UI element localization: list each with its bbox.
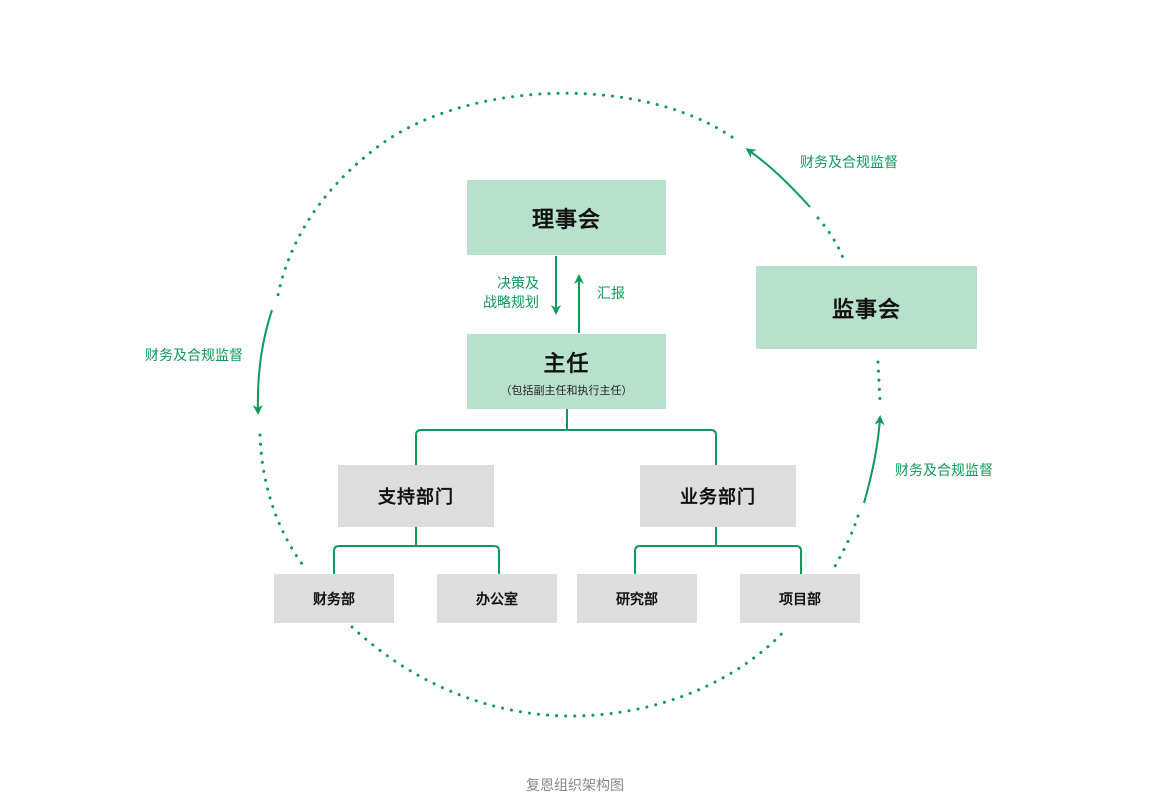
research-dept-box: 研究部 bbox=[577, 574, 697, 623]
board-label: 理事会 bbox=[531, 207, 601, 233]
office-label: 办公室 bbox=[476, 591, 518, 608]
decision-label: 决策及 战略规划 bbox=[465, 275, 539, 313]
board-director-arrows bbox=[551, 256, 584, 333]
supervision-arrows bbox=[252, 148, 885, 504]
tree-connectors bbox=[333, 409, 802, 574]
director-box: 主任 （包括副主任和执行主任） bbox=[467, 334, 666, 409]
director-note: （包括副主任和执行主任） bbox=[500, 383, 633, 397]
report-label: 汇报 bbox=[597, 286, 625, 302]
decision-label-line1: 决策及 bbox=[497, 276, 539, 292]
arrow-bottom-right bbox=[863, 415, 885, 504]
business-dept-box: 业务部门 bbox=[640, 465, 796, 527]
finance-dept-box: 财务部 bbox=[274, 574, 394, 623]
supervision-label-bottom-right: 财务及合规监督 bbox=[895, 463, 993, 479]
business-dept-label: 业务部门 bbox=[680, 487, 756, 508]
diagram-caption: 复恩组织架构图 bbox=[526, 778, 624, 794]
director-label: 主任 bbox=[543, 351, 590, 377]
support-dept-box: 支持部门 bbox=[338, 465, 494, 527]
arrow-top-right bbox=[745, 148, 811, 208]
decision-label-line2: 战略规划 bbox=[483, 295, 539, 311]
research-dept-label: 研究部 bbox=[616, 591, 658, 608]
supervisory-board-label: 监事会 bbox=[831, 297, 901, 323]
board-box: 理事会 bbox=[467, 180, 666, 255]
supervision-label-top-right: 财务及合规监督 bbox=[800, 155, 898, 171]
support-dept-label: 支持部门 bbox=[378, 487, 454, 508]
finance-dept-label: 财务部 bbox=[313, 591, 355, 608]
dotted-supervision-circle bbox=[258, 91, 882, 718]
supervision-label-left: 财务及合规监督 bbox=[145, 348, 243, 364]
project-dept-label: 项目部 bbox=[779, 591, 821, 608]
supervisory-board-box: 监事会 bbox=[756, 266, 977, 349]
arrow-left bbox=[252, 309, 273, 415]
project-dept-box: 项目部 bbox=[740, 574, 860, 623]
office-box: 办公室 bbox=[437, 574, 557, 623]
